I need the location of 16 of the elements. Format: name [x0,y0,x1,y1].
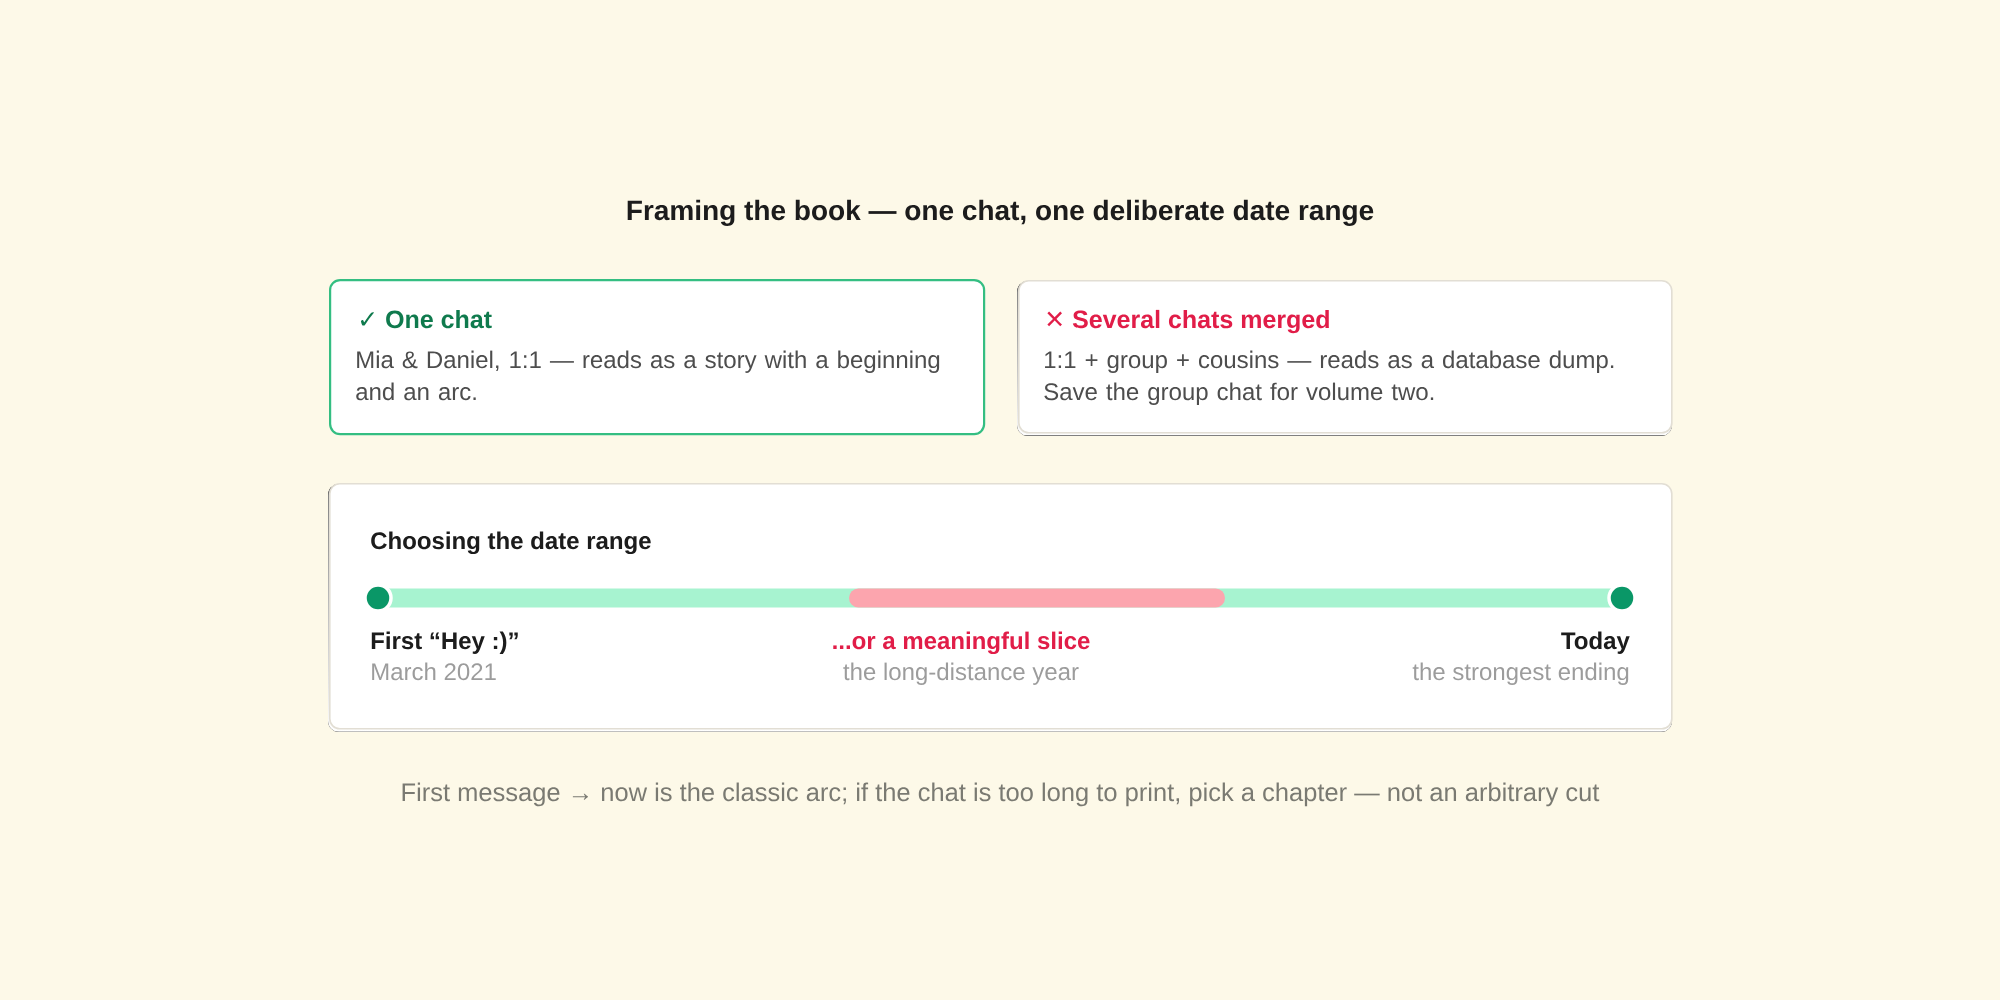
card-heading: Choosing the date range [371,531,651,555]
card-heading: ✓ One chat [360,309,492,329]
panel [328,483,1673,732]
marker-label: ...or a meaningful slice [833,631,1090,655]
title: Framing the book — one chat, one deliberate date range [627,199,1374,226]
card [329,279,986,436]
marker-note: the long-distance year [843,662,1079,685]
card-text: Mia & Daniel, 1:1 — reads as a story with a beginning and an arc. [356,350,940,401]
marker-note: March 2021 [372,662,496,681]
card-heading: ✕ Several chats merged [1047,309,1329,334]
marker-label: First “Hey :)” [371,631,518,654]
marker-label: Today [1561,631,1630,654]
caption: First message → now is the classic arc; if the chat is too long to print, pick a chapter — not an arbitrary cut [402,782,1600,807]
card [1017,280,1673,436]
card-text: 1:1 + group + cousins — reads as a database dump. Save the group chat for volume two. [1044,350,1614,405]
marker-note: the strongest ending [1412,662,1629,685]
